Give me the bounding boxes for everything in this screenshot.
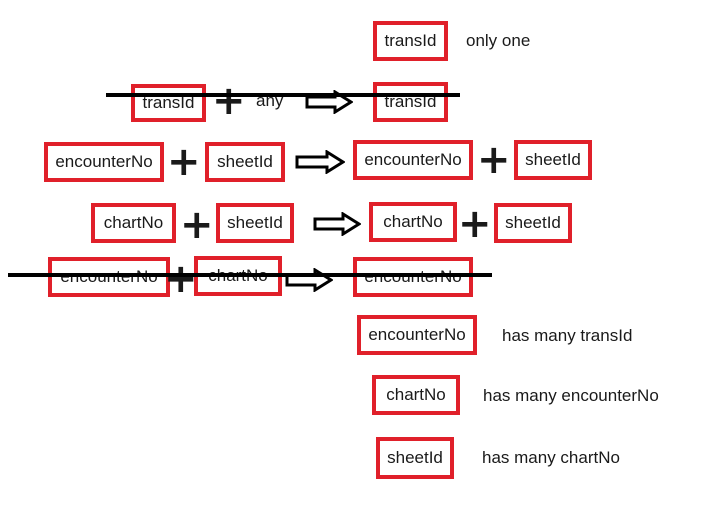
sheetid-box: sheetId bbox=[216, 203, 294, 243]
box-label: encounterNo bbox=[60, 267, 157, 287]
encounterno-box: encounterNo bbox=[357, 315, 477, 355]
sheetid-box: sheetId bbox=[205, 142, 285, 182]
transid-result-box-struck: transId bbox=[373, 82, 448, 122]
sheetid-result-box: sheetId bbox=[494, 203, 572, 243]
has-many-encounterno-note: has many encounterNo bbox=[483, 386, 659, 405]
chartno-box: chartNo bbox=[372, 375, 460, 415]
chartno-box: chartNo bbox=[91, 203, 176, 243]
box-label: sheetId bbox=[227, 213, 283, 232]
encounterno-box-struck: encounterNo bbox=[48, 257, 170, 297]
chartno-result-box: chartNo bbox=[369, 202, 457, 242]
plus-sign: + bbox=[477, 137, 511, 183]
transid-box-struck: transId bbox=[131, 84, 206, 122]
sheetid-box: sheetId bbox=[376, 437, 454, 479]
box-label: transId bbox=[384, 31, 437, 50]
box-label: sheetId bbox=[387, 448, 443, 467]
plus-sign: + bbox=[164, 256, 198, 302]
box-label: sheetId bbox=[217, 152, 273, 171]
box-label: chartNo bbox=[386, 385, 446, 404]
encounterno-result-box-struck: encounterNo bbox=[353, 257, 473, 297]
box-label: encounterNo bbox=[364, 267, 461, 287]
box-label: encounterNo bbox=[368, 325, 466, 344]
box-label: sheetId bbox=[525, 150, 581, 169]
strike-line bbox=[8, 273, 492, 277]
box-label: encounterNo bbox=[55, 152, 153, 171]
arrow-right-icon bbox=[313, 212, 361, 236]
box-label: chartNo bbox=[383, 212, 443, 231]
plus-sign: + bbox=[212, 78, 246, 124]
arrow-right-icon bbox=[285, 268, 333, 292]
box-label: chartNo bbox=[103, 213, 164, 232]
arrow-right-icon bbox=[295, 150, 345, 174]
has-many-transid-note: has many transId bbox=[502, 326, 633, 345]
sheetid-result-box: sheetId bbox=[514, 140, 592, 180]
box-label: encounterNo bbox=[364, 150, 462, 169]
only-one-note: only one bbox=[466, 31, 531, 50]
plus-sign: + bbox=[180, 202, 214, 248]
transid-box: transId bbox=[373, 21, 448, 61]
strike-line bbox=[106, 93, 460, 97]
has-many-chartno-note: has many chartNo bbox=[482, 448, 620, 467]
plus-sign: + bbox=[167, 139, 201, 185]
box-label: sheetId bbox=[505, 213, 561, 232]
plus-sign: + bbox=[458, 201, 492, 247]
encounterno-result-box: encounterNo bbox=[353, 140, 473, 180]
box-label: transId bbox=[142, 93, 195, 112]
encounterno-box: encounterNo bbox=[44, 142, 164, 182]
